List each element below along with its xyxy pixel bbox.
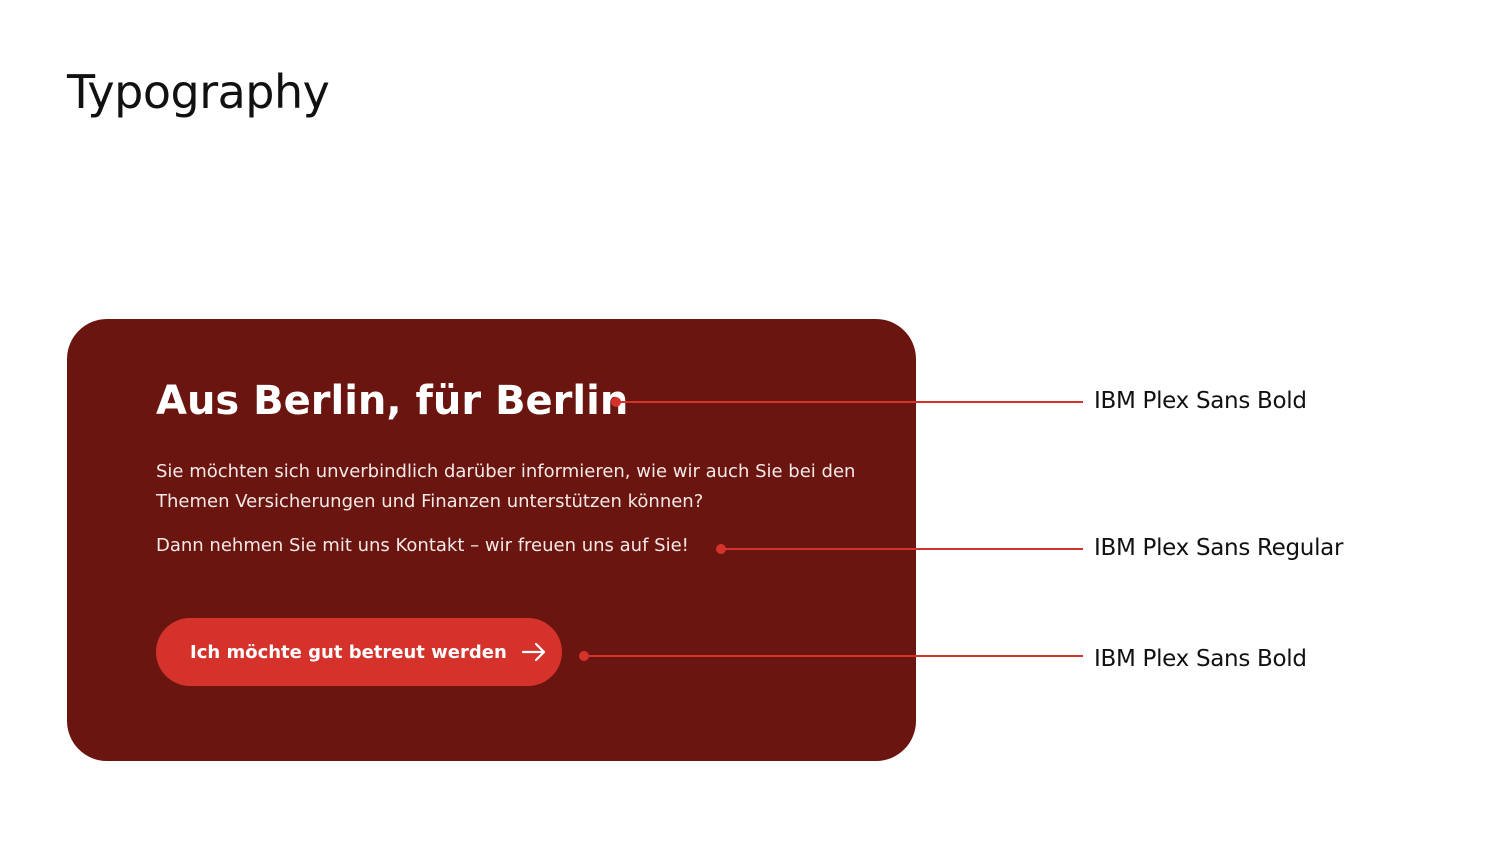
callout-line-body bbox=[721, 548, 1083, 550]
arrow-right-icon bbox=[521, 642, 547, 662]
callout-label-button: IBM Plex Sans Bold bbox=[1094, 646, 1307, 672]
page-title: Typography bbox=[67, 65, 330, 119]
cta-button-label: Ich möchte gut betreut werden bbox=[190, 641, 507, 663]
callout-line-button bbox=[584, 655, 1083, 657]
callout-label-body: IBM Plex Sans Regular bbox=[1094, 535, 1344, 561]
callout-line-heading bbox=[616, 401, 1083, 403]
card-heading: Aus Berlin, für Berlin bbox=[156, 378, 629, 424]
callout-label-heading: IBM Plex Sans Bold bbox=[1094, 388, 1307, 414]
card-body-text: Sie möchten sich unverbindlich darüber i… bbox=[156, 461, 856, 512]
cta-button[interactable]: Ich möchte gut betreut werden bbox=[156, 618, 562, 686]
card-contact-text: Dann nehmen Sie mit uns Kontakt – wir fr… bbox=[156, 535, 689, 556]
promo-card: Aus Berlin, für Berlin Sie möchten sich … bbox=[67, 319, 916, 761]
